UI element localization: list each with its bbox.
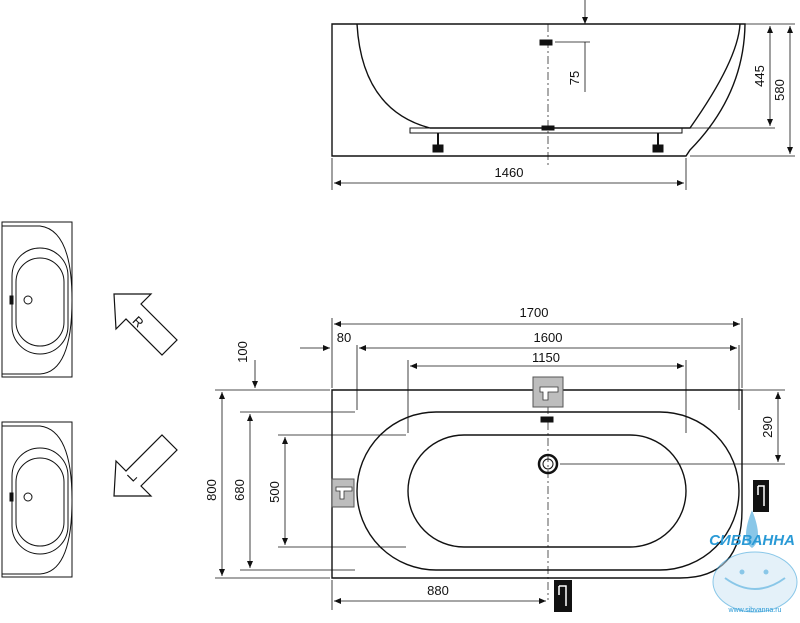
top-view-basin	[407, 434, 687, 548]
dim-basin-length: 1150	[532, 350, 560, 365]
arrow-left-variant-icon	[113, 434, 178, 497]
watermark-url: www.sibvanna.ru	[728, 607, 782, 614]
top-view	[331, 389, 743, 600]
arrow-right-variant-icon	[113, 293, 178, 356]
dim-rim-height: 445	[752, 65, 767, 87]
watermark-brand: СИБВАННА	[709, 532, 795, 549]
variant-left-thumbnail	[1, 421, 73, 578]
dim-overflow-depth: 75	[567, 71, 582, 85]
foot-right	[652, 133, 664, 153]
overflow-marker	[539, 39, 553, 46]
dim-side-length: 1460	[495, 165, 524, 180]
side-view	[331, 0, 795, 190]
dim-inner-width: 680	[232, 479, 247, 501]
faucet-top-icon	[532, 376, 564, 408]
faucet-side-icon	[331, 478, 355, 508]
dim-inner-length: 1600	[534, 330, 563, 345]
top-view-dimensions	[215, 318, 785, 610]
dim-total-height: 580	[772, 79, 787, 101]
dim-offset-top: 100	[235, 341, 250, 363]
dim-drain-position: 880	[427, 583, 449, 598]
dim-basin-width: 500	[267, 481, 282, 503]
dim-offset-left: 80	[337, 330, 351, 345]
dim-drain-offset: 290	[760, 416, 775, 438]
variant-right-thumbnail	[1, 221, 73, 378]
side-view-outline	[331, 23, 746, 157]
sibvanna-logo	[712, 510, 798, 613]
overflow-icon	[540, 416, 554, 423]
foot-left	[432, 133, 444, 153]
wall-connector-bottom-icon	[554, 580, 572, 612]
top-view-outline	[331, 389, 743, 579]
dim-total-length: 1700	[520, 305, 549, 320]
dim-total-width: 800	[204, 479, 219, 501]
wall-connector-right-icon	[753, 480, 769, 512]
